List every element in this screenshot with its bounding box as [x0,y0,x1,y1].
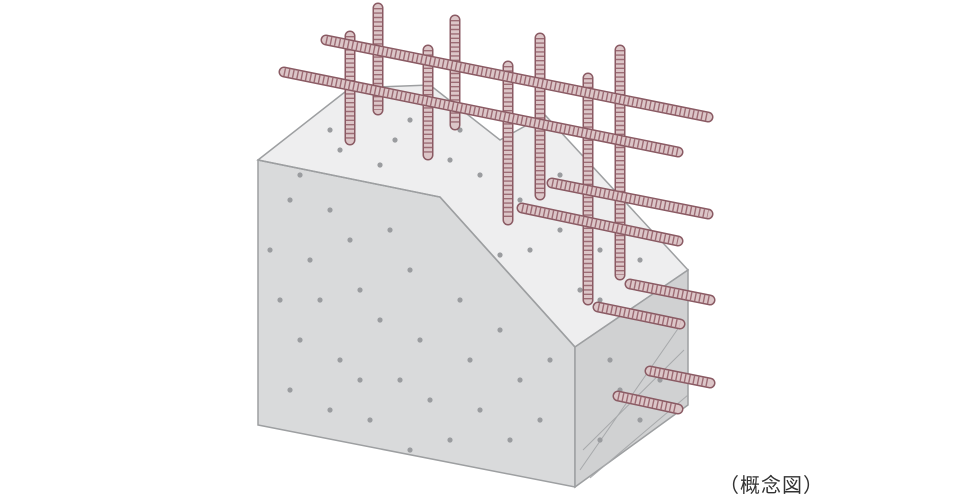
aggregate-dot [517,377,523,383]
aggregate-dot [497,252,503,258]
horizontal-rebar [644,365,716,389]
aggregate-dot [427,397,433,403]
aggregate-dot [297,172,303,178]
aggregate-dot [557,227,563,233]
aggregate-dot [307,257,313,263]
aggregate-dot [347,237,353,243]
aggregate-dot [397,377,403,383]
aggregate-dot [357,287,363,293]
aggregate-dot [287,387,293,393]
aggregate-dot [407,117,413,123]
aggregate-dot [557,172,563,178]
horizontal-rebar [592,301,686,330]
aggregate-dot [317,297,323,303]
aggregate-dot [337,147,343,153]
aggregate-dot [537,417,543,423]
horizontal-rebar [278,66,684,158]
horizontal-rebar [612,390,684,415]
aggregate-dot [387,227,393,233]
aggregate-dot [337,357,343,363]
concrete-block [256,84,690,489]
horizontal-rebar [624,278,716,306]
aggregate-dot [527,247,533,253]
aggregate-dot [467,357,473,363]
aggregate-dot [547,357,553,363]
concept-diagram-caption: （概念図） [719,473,824,497]
aggregate-dot [517,197,523,203]
aggregate-dot [407,447,413,453]
horizontal-rebar [320,34,714,123]
aggregate-dot [327,407,333,413]
aggregate-dot [607,357,613,363]
aggregate-dot [377,317,383,323]
aggregate-dot [637,417,643,423]
horizontal-rebar [516,202,684,247]
aggregate-dot [477,172,483,178]
aggregate-dot [457,297,463,303]
aggregate-dot [327,207,333,213]
aggregate-dot [392,137,398,143]
aggregate-dot [597,247,603,253]
aggregate-dot [267,247,273,253]
aggregate-dot [377,162,383,168]
aggregate-dot [637,257,643,263]
aggregate-dot [287,197,293,203]
aggregate-dot [297,337,303,343]
aggregate-dot [597,437,603,443]
horizontal-rebar [546,177,714,220]
aggregate-dot [477,407,483,413]
aggregate-dot [417,337,423,343]
aggregate-dot [497,327,503,333]
aggregate-dot [577,287,583,293]
concrete-edge-line [257,159,576,348]
aggregate-dot [367,417,373,423]
aggregate-dot [507,437,513,443]
aggregate-dot [277,297,283,303]
aggregate-dot [407,267,413,273]
aggregate-dot [357,377,363,383]
aggregate-dot [447,157,453,163]
aggregate-dot [597,297,603,303]
aggregate-dot [327,127,333,133]
rebar-cage [278,2,716,415]
aggregate-dot [447,437,453,443]
